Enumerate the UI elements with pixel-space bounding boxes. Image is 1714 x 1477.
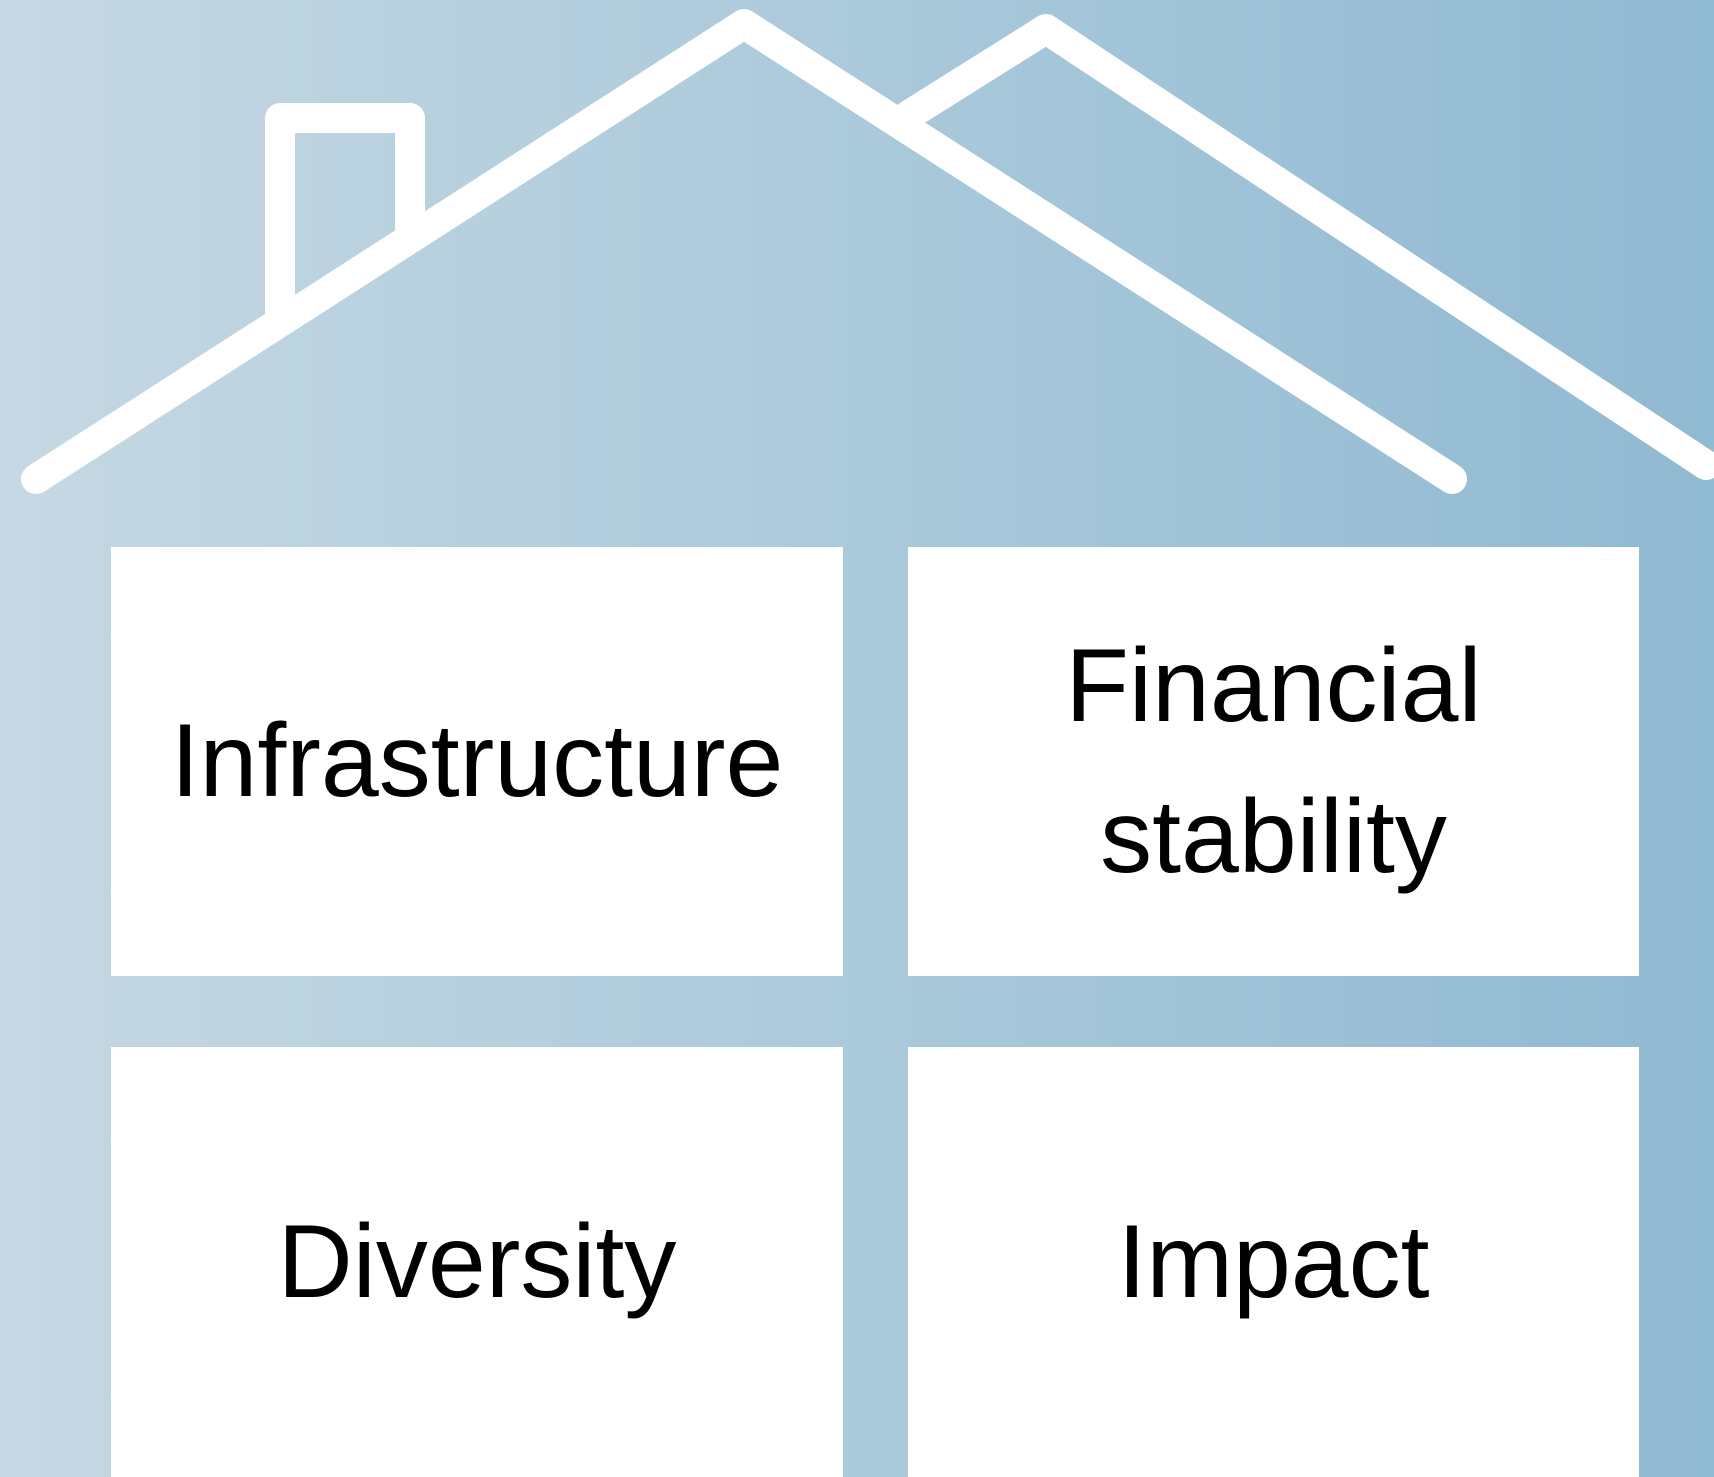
chimney-icon: [265, 103, 425, 330]
impact-box: Impact: [908, 1047, 1639, 1477]
back-roof-line: [894, 14, 1714, 480]
financial-stability-box: Financial stability: [908, 547, 1639, 976]
impact-label: Impact: [1117, 1203, 1430, 1320]
front-roof-line: [21, 9, 1467, 494]
infrastructure-label: Infrastructure: [170, 703, 784, 820]
infrastructure-box: Infrastructure: [111, 547, 843, 976]
financial-stability-label: Financial stability: [1065, 627, 1482, 895]
roof-icon: [21, 9, 1714, 494]
diversity-box: Diversity: [111, 1047, 843, 1477]
diversity-label: Diversity: [277, 1203, 677, 1320]
